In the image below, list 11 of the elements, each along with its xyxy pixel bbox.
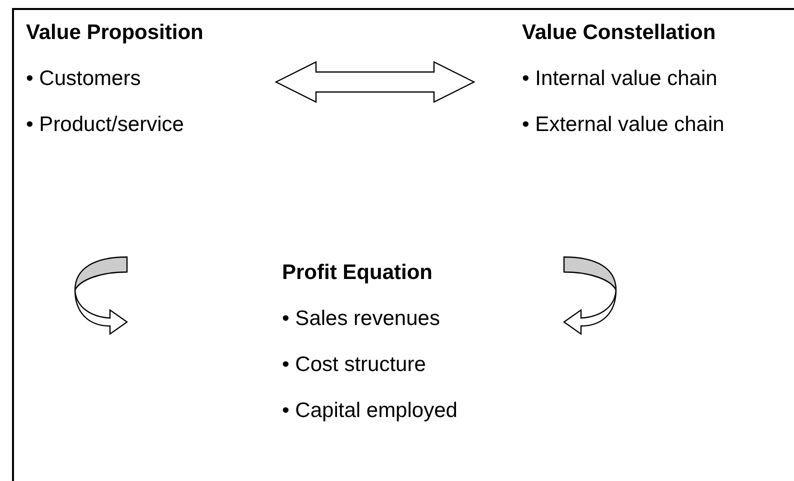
double-block-arrow bbox=[274, 61, 476, 103]
bullet-item: • Cost structure bbox=[282, 352, 427, 378]
node-heading: Profit Equation bbox=[282, 260, 434, 286]
bullet-item: • Capital employed bbox=[282, 398, 458, 424]
bullet-item: • Sales revenues bbox=[282, 306, 441, 332]
node-heading: Value Constellation bbox=[522, 20, 717, 46]
node-heading: Value Proposition bbox=[26, 20, 204, 46]
bullet-item: • Product/service bbox=[26, 112, 185, 138]
bullet-item: • Internal value chain bbox=[522, 66, 718, 92]
bullet-item: • Customers bbox=[26, 66, 142, 92]
bullet-item: • External value chain bbox=[522, 112, 726, 138]
